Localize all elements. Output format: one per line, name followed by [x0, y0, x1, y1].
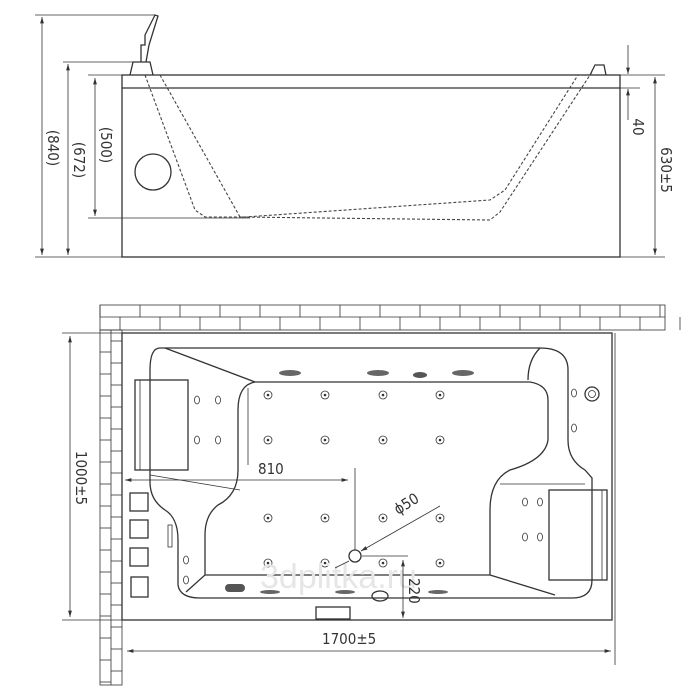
jet	[263, 390, 273, 400]
side-jet	[537, 497, 543, 507]
jet	[435, 390, 445, 400]
jet	[263, 558, 273, 568]
side-view: (840) (672) (500) 40 630±5	[35, 14, 675, 258]
jet	[378, 435, 388, 445]
pump-icon	[225, 584, 245, 592]
overflow-circle	[134, 153, 172, 191]
tub-inner-basin	[149, 347, 593, 599]
overflow-icon	[584, 386, 600, 402]
dim-text-840: (840)	[44, 130, 62, 166]
plan-view: 3dplitka.ru 810 ϕ50 220 1700±5 1000±5	[62, 304, 681, 686]
dim-672: (672)	[63, 61, 133, 255]
dim-text-672: (672)	[70, 142, 88, 178]
control-button[interactable]	[129, 519, 149, 539]
side-jet	[522, 497, 528, 507]
jet	[320, 390, 330, 400]
jet	[435, 558, 445, 568]
side-jet	[571, 423, 577, 433]
jet	[320, 558, 330, 568]
foot-jet	[260, 590, 280, 594]
headrest-left	[134, 379, 189, 471]
dim-630: 630±5	[620, 74, 675, 258]
side-jet	[183, 575, 189, 585]
dim-220: 220	[362, 555, 423, 618]
jet	[378, 513, 388, 523]
side-jet	[537, 532, 543, 542]
dim-text-810: 810	[258, 460, 284, 478]
dim-text-1000: 1000±5	[72, 451, 90, 505]
dim-text-630: 630±5	[657, 147, 675, 193]
front-panel-port	[315, 606, 351, 620]
dim-text-500: (500)	[97, 127, 115, 163]
neck-jet	[367, 370, 389, 376]
drain-valve	[371, 590, 389, 602]
side-jet	[194, 435, 200, 445]
jet	[320, 435, 330, 445]
dim-810: 810	[125, 460, 356, 550]
control-button[interactable]	[129, 492, 149, 512]
dim-1000: 1000±5	[62, 332, 122, 621]
side-jet	[215, 435, 221, 445]
tub-outline-plan	[121, 332, 613, 621]
dim-text-1700: 1700±5	[322, 630, 376, 648]
dim-text-40: 40	[629, 118, 647, 135]
dim-40: 40	[620, 45, 647, 136]
right-headrest	[589, 64, 607, 76]
neck-jet	[279, 370, 301, 376]
watermark: 3dplitka.ru	[260, 558, 417, 596]
side-jet	[215, 395, 221, 405]
jet	[435, 513, 445, 523]
dim-500: (500)	[88, 74, 250, 219]
jet	[378, 558, 388, 568]
neck-jet	[452, 370, 474, 376]
brick-wall	[99, 304, 681, 686]
control-button[interactable]	[129, 547, 149, 567]
side-jet	[194, 395, 200, 405]
seat-area	[164, 347, 556, 596]
jet	[378, 390, 388, 400]
foot-jet	[335, 590, 355, 594]
side-jet	[571, 388, 577, 398]
headrest-right	[548, 489, 608, 581]
jet	[263, 513, 273, 523]
faucet-icon	[130, 576, 149, 598]
dim-840: (840)	[35, 17, 122, 258]
jets	[183, 370, 577, 594]
dim-text-220: 220	[405, 578, 423, 604]
light-icon	[413, 372, 427, 378]
headrest-pillow-icon	[35, 14, 159, 76]
jet	[263, 435, 273, 445]
jet	[320, 513, 330, 523]
foot-jet	[428, 590, 448, 594]
inner-profile	[144, 71, 593, 221]
side-jet	[183, 555, 189, 565]
side-jet	[522, 532, 528, 542]
control-panel	[129, 492, 173, 598]
dim-text-diameter-50: ϕ50	[391, 489, 423, 518]
jet	[435, 435, 445, 445]
dim-1700: 1700±5	[127, 630, 611, 653]
tub-body-side	[121, 74, 621, 258]
